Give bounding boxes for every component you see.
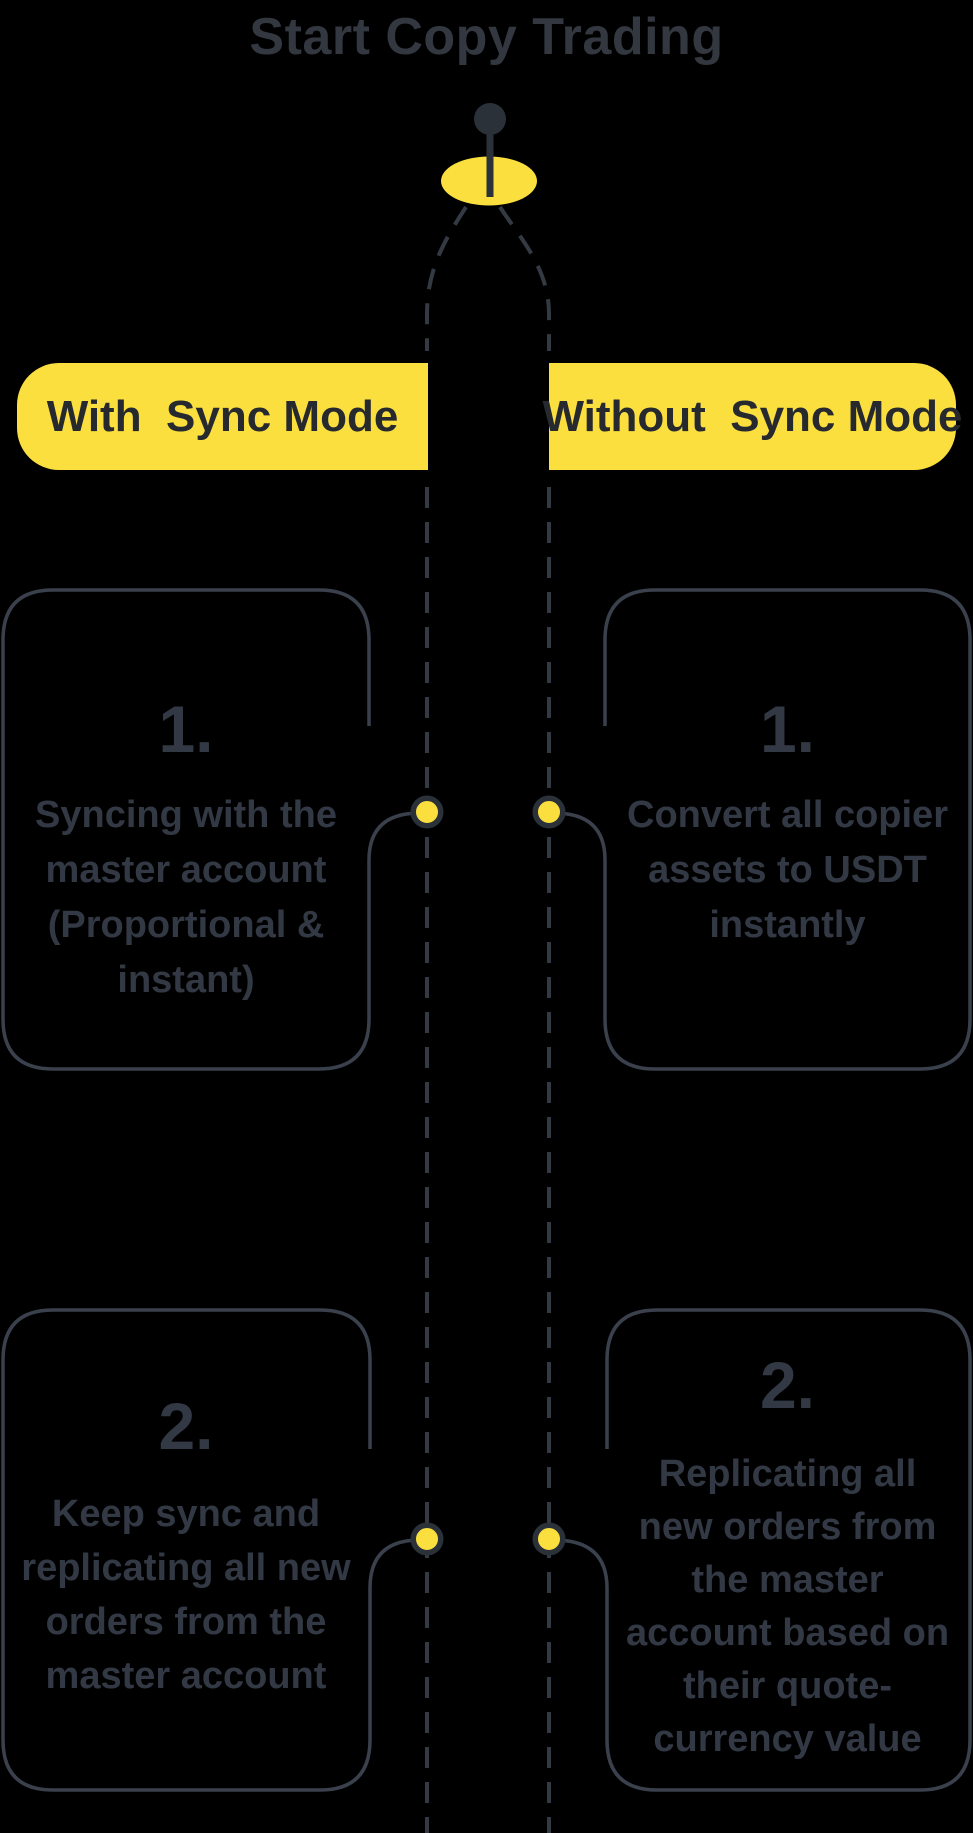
step-description: Syncing with the master account (Proport…: [3, 788, 369, 1008]
card-outline-sync-step2: [1, 1308, 421, 1792]
step-description: Keep sync and replicating all new orders…: [3, 1487, 369, 1703]
dashed-branch-left-top: [425, 205, 468, 351]
step-description-line: Replicating all: [658, 1453, 917, 1495]
step-description-line: their quote-: [683, 1665, 892, 1707]
step-number: 2.: [759, 1348, 816, 1422]
step-description-line: Keep sync and: [51, 1493, 321, 1535]
step-description-line: Convert all copier: [627, 794, 948, 836]
step-description-line: instantly: [709, 904, 866, 946]
step-number: 2.: [158, 1389, 214, 1463]
page-title: Start Copy Trading: [249, 8, 724, 66]
dashed-branch-right-top: [498, 205, 551, 351]
step-description: Replicating all new orders from the mast…: [605, 1448, 970, 1766]
start-pin-icon: [441, 103, 537, 206]
sync-mode-banner: With Sync Mode: [17, 363, 428, 470]
step-description-line: (Proportional &: [47, 904, 325, 946]
without-sync-mode-banner: Without Sync Mode: [542, 363, 963, 470]
card-outline-nosync-step2: [553, 1308, 972, 1792]
card-outline-sync-step1: [1, 588, 421, 1071]
pin-head: [474, 103, 506, 135]
step-description-line: orders from the: [45, 1601, 327, 1643]
step-description-line: master account: [45, 849, 327, 891]
step-description-line: currency value: [653, 1718, 922, 1760]
step-description-line: assets to USDT: [648, 849, 927, 891]
step-description-line: replicating all new: [21, 1547, 351, 1589]
step-description-line: instant): [117, 959, 255, 1001]
step-number: 1.: [158, 692, 214, 766]
step-description-line: master account: [45, 1655, 327, 1697]
step-description-line: new orders from: [638, 1506, 937, 1548]
step-number: 1.: [759, 692, 816, 766]
junction-dot-icon: [410, 795, 444, 829]
step-description: Convert all copier assets to USDT instan…: [605, 788, 970, 953]
step-description-line: the master: [691, 1559, 884, 1601]
junction-dot-icon: [532, 795, 566, 829]
step-description-line: account based on: [625, 1612, 950, 1654]
card-outline-nosync-step1: [553, 588, 972, 1071]
step-description-line: Syncing with the: [35, 794, 337, 836]
junction-dot-icon: [410, 1522, 444, 1556]
junction-dot-icon: [532, 1522, 566, 1556]
